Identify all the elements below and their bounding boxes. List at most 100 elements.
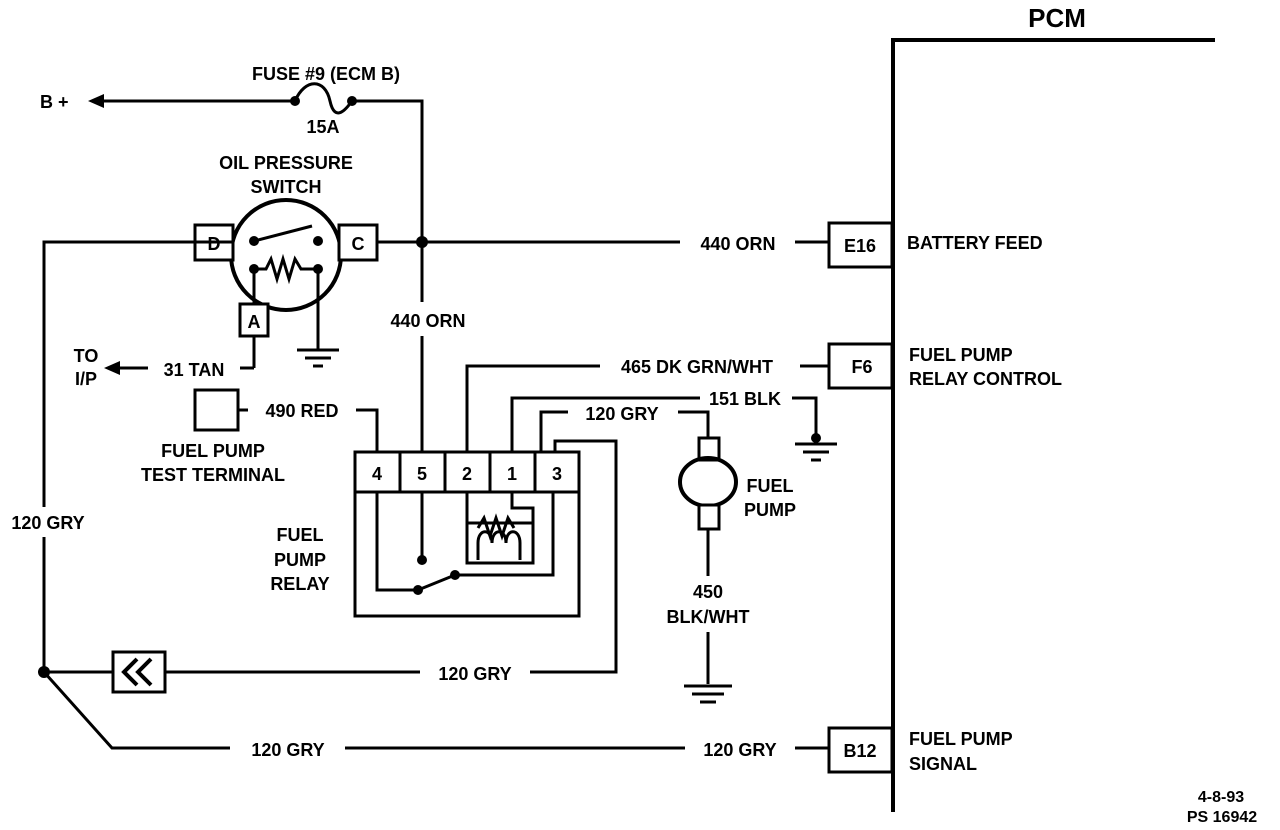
terminal-label: FUEL PUMP — [909, 729, 1013, 749]
ground-node — [811, 433, 821, 443]
relay-internal-wire — [375, 492, 418, 592]
ground-icon — [795, 442, 837, 462]
test-terminal-label: FUEL PUMP — [161, 441, 265, 461]
test-terminal-label: TEST TERMINAL — [141, 465, 285, 485]
wire-segment — [539, 410, 568, 452]
relay-coil-icon — [465, 492, 535, 565]
terminal-label: RELAY CONTROL — [909, 369, 1062, 389]
wire-440-orn: 440 ORN 440 ORN — [390, 234, 829, 452]
fuel-pump: FUEL PUMP 450 BLK/WHT — [667, 436, 796, 704]
pump-label: PUMP — [744, 500, 796, 520]
wire-31-tan: 31 TAN TO I/P — [74, 346, 254, 389]
arrow-left-icon — [104, 361, 120, 375]
wire-label: 465 DK GRN/WHT — [621, 357, 773, 377]
to-ip-label: TO — [74, 346, 99, 366]
relay-pin-label: 4 — [372, 464, 382, 484]
terminal-pin: F6 — [851, 357, 872, 377]
wire-label: 120 GRY — [703, 740, 776, 760]
pcm-title: PCM — [1028, 3, 1086, 33]
relay-coil-resistor — [476, 513, 516, 541]
wire-465-dk-grn-wht: 465 DK GRN/WHT — [465, 357, 829, 452]
drawing-ref-number: PS 16942 — [1187, 809, 1257, 826]
relay-label: RELAY — [270, 574, 329, 594]
wire-label: 450 — [693, 582, 723, 602]
terminal-label: SIGNAL — [909, 754, 977, 774]
wire-label: 440 ORN — [390, 311, 465, 331]
wire-label: 490 RED — [265, 401, 338, 421]
terminal-pin: E16 — [844, 236, 876, 256]
fuse-name: FUSE #9 (ECM B) — [252, 64, 400, 84]
wire-151-blk: 151 BLK — [510, 389, 837, 462]
pcm-module: PCM — [891, 3, 1215, 812]
wire-120-gry-relay: 120 GRY — [539, 404, 710, 452]
pump-motor-icon — [678, 456, 738, 508]
wire-label: 120 GRY — [251, 740, 324, 760]
wire-120-gry-loop: 120 GRY 120 GRY 120 GRY 120 GRY — [11, 240, 829, 760]
switch-body — [229, 198, 343, 312]
relay-switch-blade — [417, 573, 456, 592]
terminal-box — [827, 342, 894, 390]
fuse-rating: 15A — [306, 117, 339, 137]
power-label: B + — [40, 92, 69, 112]
pcm-outline — [891, 38, 1215, 812]
drawing-date: 4-8-93 — [1198, 789, 1244, 806]
fuel-pump-test-terminal: FUEL PUMP TEST TERMINAL 490 RED — [141, 388, 379, 485]
pcm-terminal-f6: F6 FUEL PUMP RELAY CONTROL — [827, 342, 1062, 390]
wire-label: 120 GRY — [585, 404, 658, 424]
wire-segment — [792, 396, 818, 438]
drawing-reference: 4-8-93 PS 16942 — [1187, 789, 1257, 826]
resistor-icon — [254, 253, 318, 285]
pcm-terminal-b12: B12 FUEL PUMP SIGNAL — [827, 726, 1013, 774]
relay-label: PUMP — [274, 550, 326, 570]
switch-terminal-label: A — [248, 312, 261, 332]
fuel-pump-relay: FUEL PUMP RELAY 4 5 2 1 3 — [270, 450, 581, 618]
switch-terminal-c — [337, 223, 379, 262]
wire-label: 440 ORN — [700, 234, 775, 254]
relay-pin-label: 1 — [507, 464, 517, 484]
wire-label: BLK/WHT — [667, 607, 750, 627]
power-feed: B + — [40, 92, 293, 112]
ground-icon — [684, 684, 732, 704]
terminal-box — [827, 726, 894, 774]
fuse-icon — [293, 82, 354, 115]
wire-label: 31 TAN — [164, 360, 225, 380]
to-ip-label: I/P — [75, 369, 97, 389]
relay-label: FUEL — [277, 525, 324, 545]
ground-icon — [297, 338, 339, 368]
oil-pressure-switch: OIL PRESSURE SWITCH D C A — [193, 153, 422, 368]
wire-label: 151 BLK — [709, 389, 781, 409]
arrow-left-icon — [88, 94, 104, 108]
wire-segment — [510, 396, 700, 452]
switch-blade — [253, 224, 313, 243]
relay-pin-label: 5 — [417, 464, 427, 484]
wire-segment — [42, 670, 230, 750]
switch-contact — [313, 236, 323, 246]
fuse: FUSE #9 (ECM B) 15A — [252, 64, 424, 242]
connector-chevron-icon — [121, 657, 153, 687]
pcm-terminal-e16: E16 BATTERY FEED — [827, 221, 1043, 269]
pump-terminal — [697, 503, 721, 531]
fuse-to-splice-wire — [352, 99, 424, 242]
relay-internal-wire — [455, 492, 555, 577]
terminal-box — [827, 221, 894, 269]
switch-title: SWITCH — [251, 177, 322, 197]
terminal-label: BATTERY FEED — [907, 233, 1043, 253]
wire-segment — [465, 364, 600, 452]
switch-title: OIL PRESSURE — [219, 153, 353, 173]
terminal-label: FUEL PUMP — [909, 345, 1013, 365]
wire-490-red — [356, 408, 379, 452]
relay-pin-label: 3 — [552, 464, 562, 484]
wire-label: 120 GRY — [11, 513, 84, 533]
switch-terminal-label: C — [352, 234, 365, 254]
terminal-pin: B12 — [843, 741, 876, 761]
wire-label: 120 GRY — [438, 664, 511, 684]
switch-terminal-label: D — [208, 234, 221, 254]
test-terminal-box — [193, 388, 240, 432]
wire-segment — [530, 439, 618, 674]
wire-segment — [42, 240, 196, 507]
wire-segment — [678, 410, 710, 438]
pump-label: FUEL — [747, 476, 794, 496]
relay-pin-label: 2 — [462, 464, 472, 484]
relay-contact — [417, 555, 427, 565]
